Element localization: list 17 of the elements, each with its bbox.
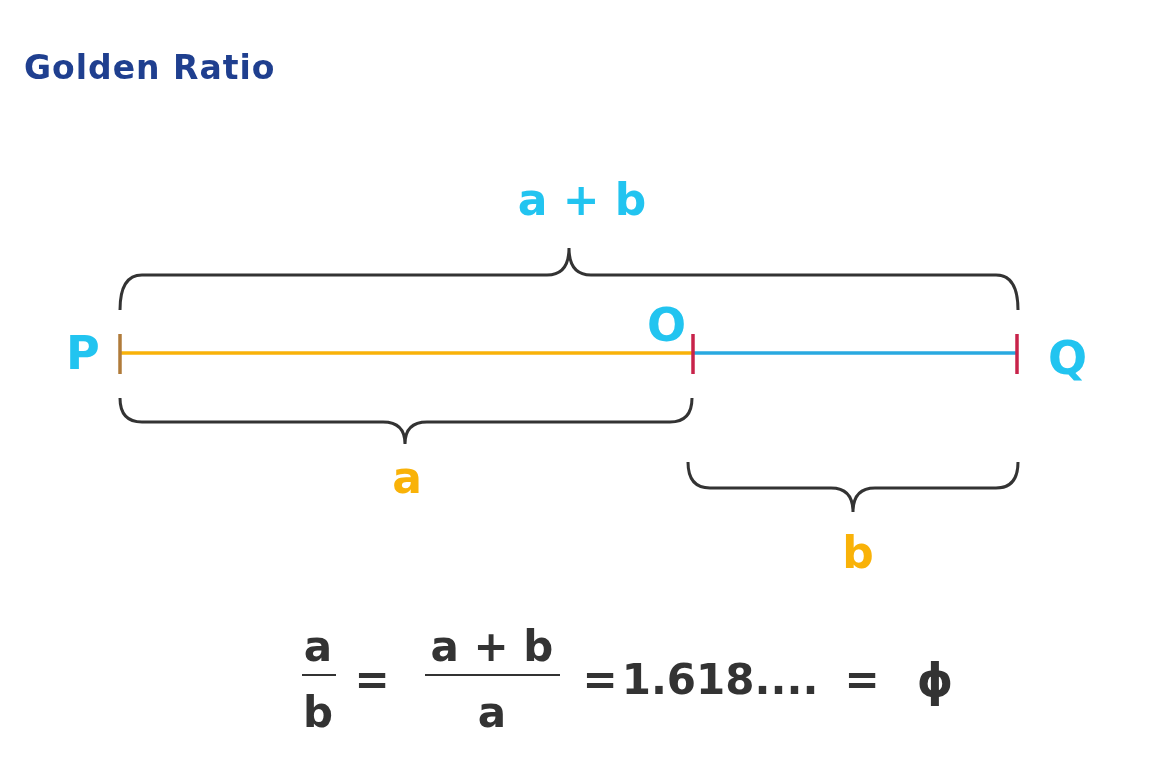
formula-term: a — [477, 692, 507, 734]
length-label: b — [842, 531, 874, 575]
line-segment — [120, 351, 693, 355]
formula-term: b — [302, 692, 334, 734]
length-label: a — [392, 456, 422, 500]
point-label: P — [66, 330, 100, 376]
formula-term: = — [582, 659, 618, 701]
formula-term: = — [354, 659, 390, 701]
length-label: a + b — [517, 178, 647, 222]
formula-term: a — [303, 626, 333, 668]
formula-term: = — [844, 659, 880, 701]
formula-term: a + b — [430, 626, 554, 668]
formula-term: 1.618.... — [621, 659, 819, 701]
point-label: Q — [1047, 335, 1087, 381]
point-label: O — [646, 301, 687, 348]
title: Golden Ratio — [24, 48, 276, 87]
line-segment — [693, 351, 1017, 355]
